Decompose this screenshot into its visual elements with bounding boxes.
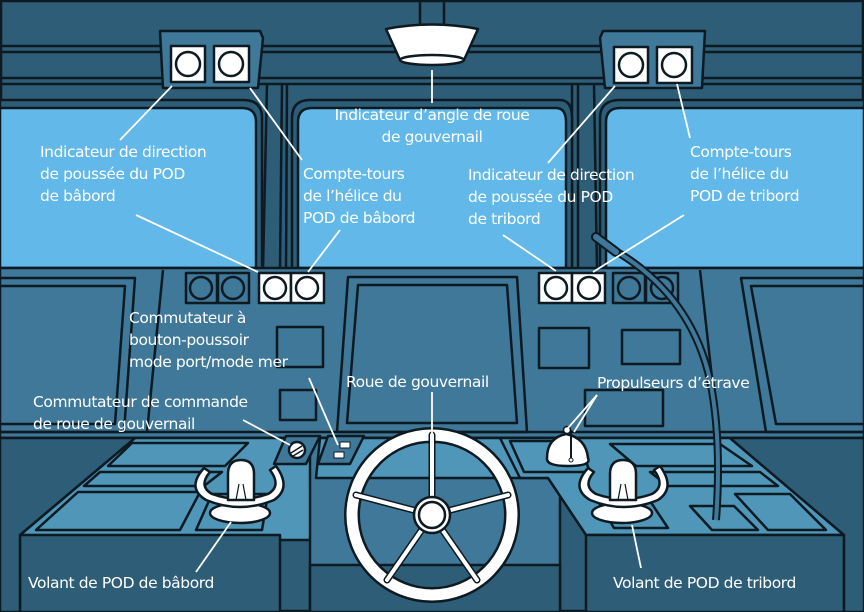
label-rudder-angle-indicator: Indicateur d’angle de roue de gouvernail (310, 104, 554, 148)
label-steering-wheel-control-switch: Commutateur de commande de roue de gouve… (33, 391, 248, 435)
leader-line (631, 524, 642, 569)
desk-inset (34, 490, 202, 532)
label-harbour-sea-mode-switch: Commutateur à bouton-poussoir mode port/… (129, 307, 288, 373)
knob-line (242, 483, 247, 501)
label-line: Commutateur à (129, 309, 246, 327)
label-starboard-pod-thrust-direction: Indicateur de direction de poussée du PO… (468, 164, 635, 230)
leader-line (307, 229, 341, 273)
label-line: Compte-tours (303, 165, 405, 183)
gauge-dial (174, 50, 202, 78)
small-panel (583, 388, 665, 428)
knob-line (617, 483, 622, 501)
gauge-dial (576, 275, 602, 301)
label-line: de roue de gouvernail (33, 415, 195, 433)
leader-line (135, 214, 259, 273)
label-port-pod-handle: Volant de POD de bâbord (28, 574, 214, 592)
rudder-angle-indicator-base (398, 53, 466, 67)
label-line: de gouvernail (381, 128, 483, 146)
leader-line (195, 521, 232, 573)
label-line: de l’hélice du (303, 187, 402, 205)
steering-wheel-hub (417, 500, 447, 530)
label-starboard-pod-handle: Volant de POD de tribord (613, 574, 796, 592)
leader-line (592, 214, 685, 273)
leader-line (567, 394, 598, 429)
gauge-dial (660, 51, 688, 79)
panel-edge (145, 269, 165, 433)
label-line: de bâbord (40, 187, 116, 205)
label-line: bouton-poussoir (129, 331, 249, 349)
bow-thruster-pivot (568, 457, 574, 463)
label-port-pod-propeller-tachometer: Compte-tours de l’hélice du POD de bâbor… (303, 163, 416, 229)
switch-stripe (290, 445, 303, 454)
window-pillar (284, 83, 289, 271)
microphone-head-fill (593, 234, 619, 255)
starboard-pod-handle-ring (578, 464, 669, 509)
label-port-pod-thrust-direction: Indicateur de direction de poussée du PO… (40, 141, 207, 207)
small-panel (275, 325, 325, 369)
knob-line (624, 483, 629, 501)
desk-inset (733, 492, 828, 532)
leader-line (242, 419, 291, 446)
desk-inset (106, 441, 250, 468)
starboard-pod-handle-knob (608, 458, 638, 502)
desk-right-side (728, 436, 864, 612)
gauge-dial (262, 275, 288, 301)
gauge-dial (220, 275, 246, 301)
gauge-dial (294, 275, 320, 301)
gauge-dial (616, 275, 642, 301)
leader-line (308, 377, 339, 446)
leader-line (249, 87, 303, 161)
window-left (0, 106, 258, 270)
gauge-dial (617, 51, 645, 79)
gauge-dial (543, 275, 569, 301)
label-line: Indicateur de direction (468, 166, 635, 184)
label-line: Indicateur d’angle de roue (334, 106, 530, 124)
label-line: Indicateur de direction (40, 143, 207, 161)
screen-left-inner (0, 284, 127, 426)
port-pod-handle-knob (226, 458, 256, 502)
screen-center-inner (345, 283, 519, 425)
label-line: de l’hélice du (690, 165, 789, 183)
bow-thruster-housing (545, 432, 590, 468)
window-pillar (278, 83, 284, 271)
leader-line (676, 83, 691, 139)
screen-right-inner (749, 284, 864, 426)
leader-line (573, 394, 598, 433)
window-pillar (261, 83, 269, 271)
label-line: POD de bâbord (303, 209, 416, 227)
label-line: mode port/mode mer (129, 353, 288, 371)
label-starboard-pod-propeller-tachometer: Compte-tours de l’hélice du POD de tribo… (690, 141, 800, 207)
label-line: Commutateur de commande (33, 393, 248, 411)
label-bow-thrusters: Propulseurs d’étrave (597, 374, 750, 392)
small-panel (537, 326, 591, 370)
label-line: de poussée du POD (40, 165, 185, 183)
microphone-gooseneck-inner (604, 243, 720, 521)
small-panel (278, 388, 318, 422)
leader-line (119, 85, 173, 141)
gauge-dial (188, 275, 214, 301)
label-line: POD de tribord (690, 187, 800, 205)
leader-line (547, 85, 616, 164)
gauge-dial (217, 50, 245, 78)
label-steering-wheel: Roue de gouvernail (346, 373, 489, 391)
desk-left-side (0, 436, 137, 612)
knob-line (235, 483, 240, 501)
switch-stripe (292, 449, 304, 457)
leader-line (502, 234, 557, 272)
port-pod-handle-ring (194, 464, 285, 509)
small-panel (620, 328, 682, 366)
label-line: Compte-tours (690, 143, 792, 161)
desk-right-front (584, 533, 846, 612)
sea-mode-button (333, 451, 345, 459)
label-line: de tribord (468, 210, 541, 228)
mode-switch-plate (316, 434, 366, 466)
harbour-mode-button (339, 441, 351, 449)
label-line: de poussée du POD (468, 188, 613, 206)
